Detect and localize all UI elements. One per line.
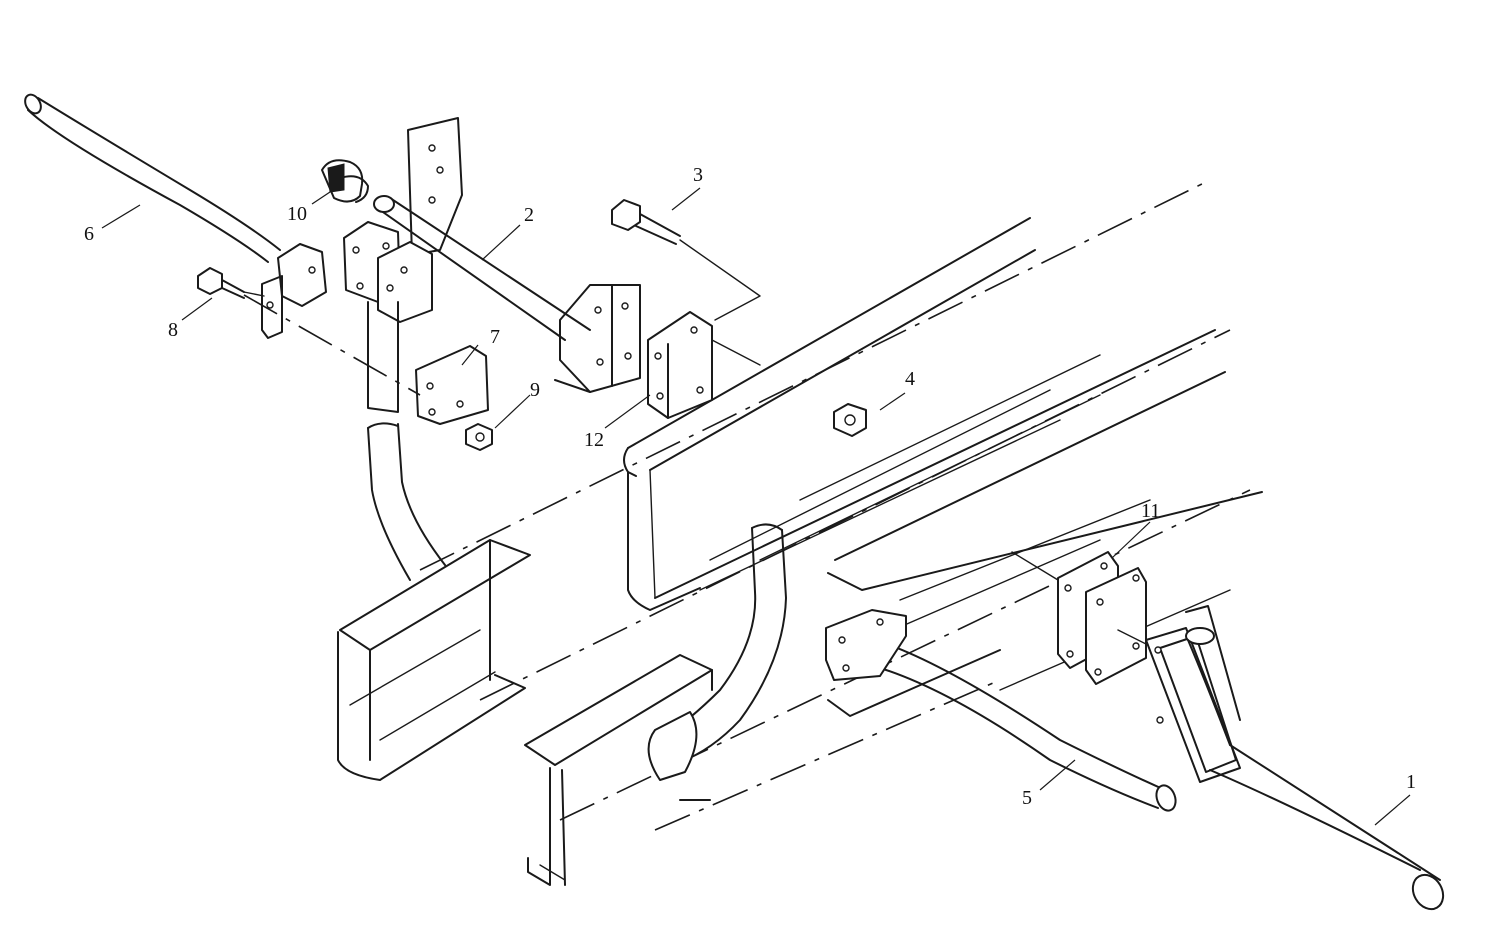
bushing-part-10 xyxy=(321,159,369,203)
bolt-part-8 xyxy=(197,267,265,299)
frame-rail-lower xyxy=(827,371,1263,717)
cross-member-lower xyxy=(524,654,713,886)
pipe-part-1 xyxy=(1145,605,1445,911)
frame-rail-upper xyxy=(623,217,1216,611)
callout-10: 10 xyxy=(287,203,307,225)
tube-part-5 xyxy=(647,523,1177,812)
callout-4: 4 xyxy=(905,368,915,390)
crossbar-part-2 xyxy=(343,117,641,413)
callout-1: 1 xyxy=(1406,771,1416,793)
callout-5: 5 xyxy=(1022,787,1032,809)
tube-part-6 xyxy=(24,93,281,263)
bracket-part-11 xyxy=(1011,551,1149,685)
downpipe-left xyxy=(367,422,446,581)
nut-part-9 xyxy=(465,423,493,451)
nut-part-4 xyxy=(833,403,867,437)
callout-9: 9 xyxy=(530,379,540,401)
callout-2: 2 xyxy=(524,204,534,226)
cross-member-left xyxy=(337,539,531,781)
callout-8: 8 xyxy=(168,319,178,341)
bracket-part-12 xyxy=(647,311,761,419)
bracket-part-7 xyxy=(415,345,489,425)
centerline-a xyxy=(419,179,1211,571)
callout-6: 6 xyxy=(84,223,94,245)
tube-clamp xyxy=(261,243,327,339)
callout-7: 7 xyxy=(490,326,500,348)
centerline-b xyxy=(479,329,1231,701)
bolt-8-axis xyxy=(243,294,421,396)
callout-11: 11 xyxy=(1141,500,1161,522)
leader-lines xyxy=(101,187,1411,826)
callout-12: 12 xyxy=(584,429,604,451)
tube-5-clamp xyxy=(825,609,907,681)
bolt-part-3 xyxy=(611,199,761,321)
callout-3: 3 xyxy=(693,164,703,186)
